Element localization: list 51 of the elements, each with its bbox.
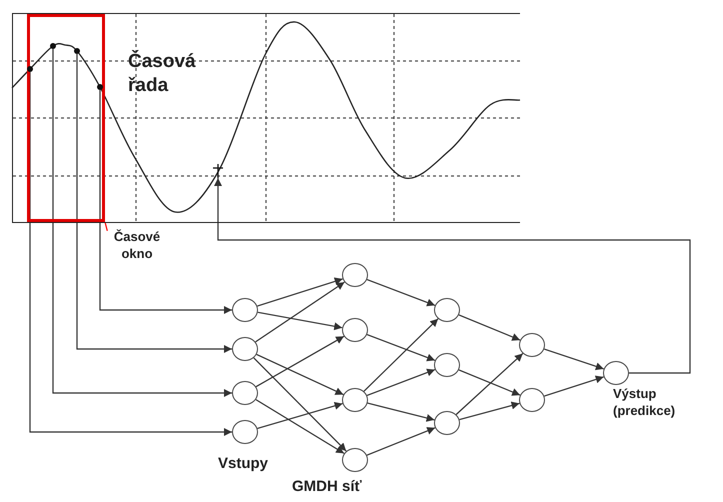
neuron-circle — [519, 333, 545, 357]
neuron-circle — [342, 263, 368, 287]
neuron-circle — [342, 388, 368, 412]
window-label: Časové okno — [104, 228, 170, 264]
arrow — [367, 402, 435, 422]
neuron-circle — [232, 420, 258, 444]
output-label: Výstup (predikce) — [613, 385, 676, 419]
sample-point — [74, 48, 80, 54]
arrow — [544, 348, 604, 370]
neuron-circle — [342, 448, 368, 472]
arrow — [363, 318, 439, 392]
neuron-circle — [434, 353, 460, 377]
neuron-circle — [434, 411, 460, 435]
arrow — [456, 353, 524, 415]
arrow — [52, 49, 232, 397]
neuron-circle — [232, 381, 258, 405]
arrow — [544, 376, 604, 397]
chart-title: Časová řada — [128, 50, 197, 98]
arrow — [255, 282, 345, 342]
arrow — [214, 178, 691, 374]
arrow — [258, 312, 342, 330]
target-point-marker — [212, 164, 224, 178]
time-window-frame — [27, 14, 105, 222]
neuron-circle — [434, 298, 460, 322]
leader-line — [104, 222, 108, 232]
inputs-label: Vstupy — [218, 455, 268, 472]
arrow — [458, 314, 520, 341]
neuron-circle — [519, 388, 545, 412]
arrow — [459, 402, 520, 420]
neuron-circle — [232, 298, 258, 322]
arrow — [257, 402, 343, 429]
arrow — [257, 278, 343, 307]
sample-point — [27, 66, 33, 72]
arrow — [76, 54, 232, 353]
neuron-circle — [342, 318, 368, 342]
neuron-circle — [603, 361, 629, 385]
arrow — [29, 72, 232, 436]
arrow — [366, 427, 436, 456]
arrow — [256, 336, 344, 388]
arrow — [256, 399, 344, 454]
sample-point — [50, 43, 56, 49]
network-label: GMDH síť — [292, 478, 362, 495]
arrow — [366, 279, 436, 306]
arrow — [458, 369, 520, 396]
arrow — [366, 334, 436, 362]
arrow — [366, 368, 436, 396]
sample-point — [97, 84, 103, 90]
neuron-circle — [232, 337, 258, 361]
arrow — [253, 357, 347, 452]
arrow — [256, 354, 344, 396]
arrow — [99, 90, 232, 314]
